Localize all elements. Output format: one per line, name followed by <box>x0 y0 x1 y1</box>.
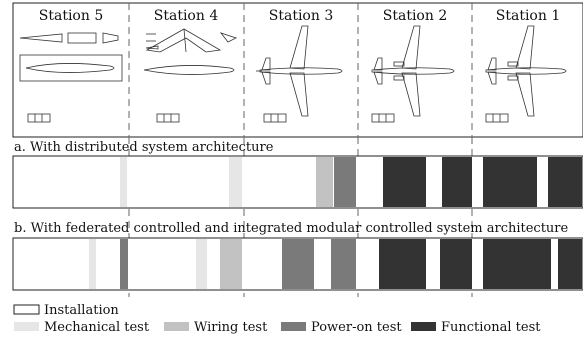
mechanical-test-block <box>120 157 127 207</box>
aircraft-icon <box>256 25 343 117</box>
functional-test-block <box>379 239 426 289</box>
legend-label-functional: Functional test <box>441 320 541 335</box>
legend-label-wiring: Wiring test <box>194 320 268 335</box>
functional-test-block <box>558 239 582 289</box>
power-on-test-block <box>331 239 356 289</box>
power-on-test-block <box>120 239 128 289</box>
empennage-and-wings-icon <box>143 28 238 75</box>
functional-test-block <box>383 157 426 207</box>
legend-swatch-functional <box>411 322 436 331</box>
functional-test-block <box>483 157 537 207</box>
legend-swatch-installation <box>13 304 40 315</box>
legend-label-installation: Installation <box>44 303 119 318</box>
functional-test-block <box>442 157 472 207</box>
power-on-test-block <box>282 239 314 289</box>
aircraft-with-engines-icon <box>485 25 567 117</box>
functional-test-block <box>548 157 582 207</box>
legend-swatch-poweron <box>281 322 306 331</box>
station-label-3: Station 3 <box>269 8 333 24</box>
section-a-title: a. With distributed system architecture <box>14 140 274 155</box>
wiring-test-block <box>316 157 333 207</box>
power-on-test-block <box>334 157 356 207</box>
aircraft-with-engines-icon <box>371 25 455 117</box>
station-label-5: Station 5 <box>39 8 103 24</box>
mechanical-test-block <box>89 239 96 289</box>
timeline-bar-b <box>12 237 583 291</box>
mechanical-test-block <box>196 239 207 289</box>
timeline-bar-a <box>12 155 583 209</box>
station-label-1: Station 1 <box>496 8 560 24</box>
station-dividers <box>128 3 473 137</box>
station-panel: Station 5 Station 4 Station 3 Station 2 … <box>12 2 583 138</box>
legend-label-mechanical: Mechanical test <box>44 320 150 335</box>
wiring-test-block <box>220 239 242 289</box>
legend-label-poweron: Power-on test <box>311 320 402 335</box>
section-b-title: b. With federated controlled and integra… <box>14 221 569 236</box>
legend: Installation Mechanical test Wiring test… <box>13 303 541 335</box>
legend-swatch-wiring <box>164 322 189 331</box>
functional-test-block <box>440 239 472 289</box>
legend-swatch-mechanical <box>14 322 39 331</box>
station-label-2: Station 2 <box>383 8 447 24</box>
wing-and-fuselage-parts-icon <box>19 32 123 82</box>
station-label-4: Station 4 <box>154 8 219 24</box>
functional-test-block <box>483 239 551 289</box>
mechanical-test-block <box>229 157 242 207</box>
equipment-box-icon <box>27 113 509 123</box>
